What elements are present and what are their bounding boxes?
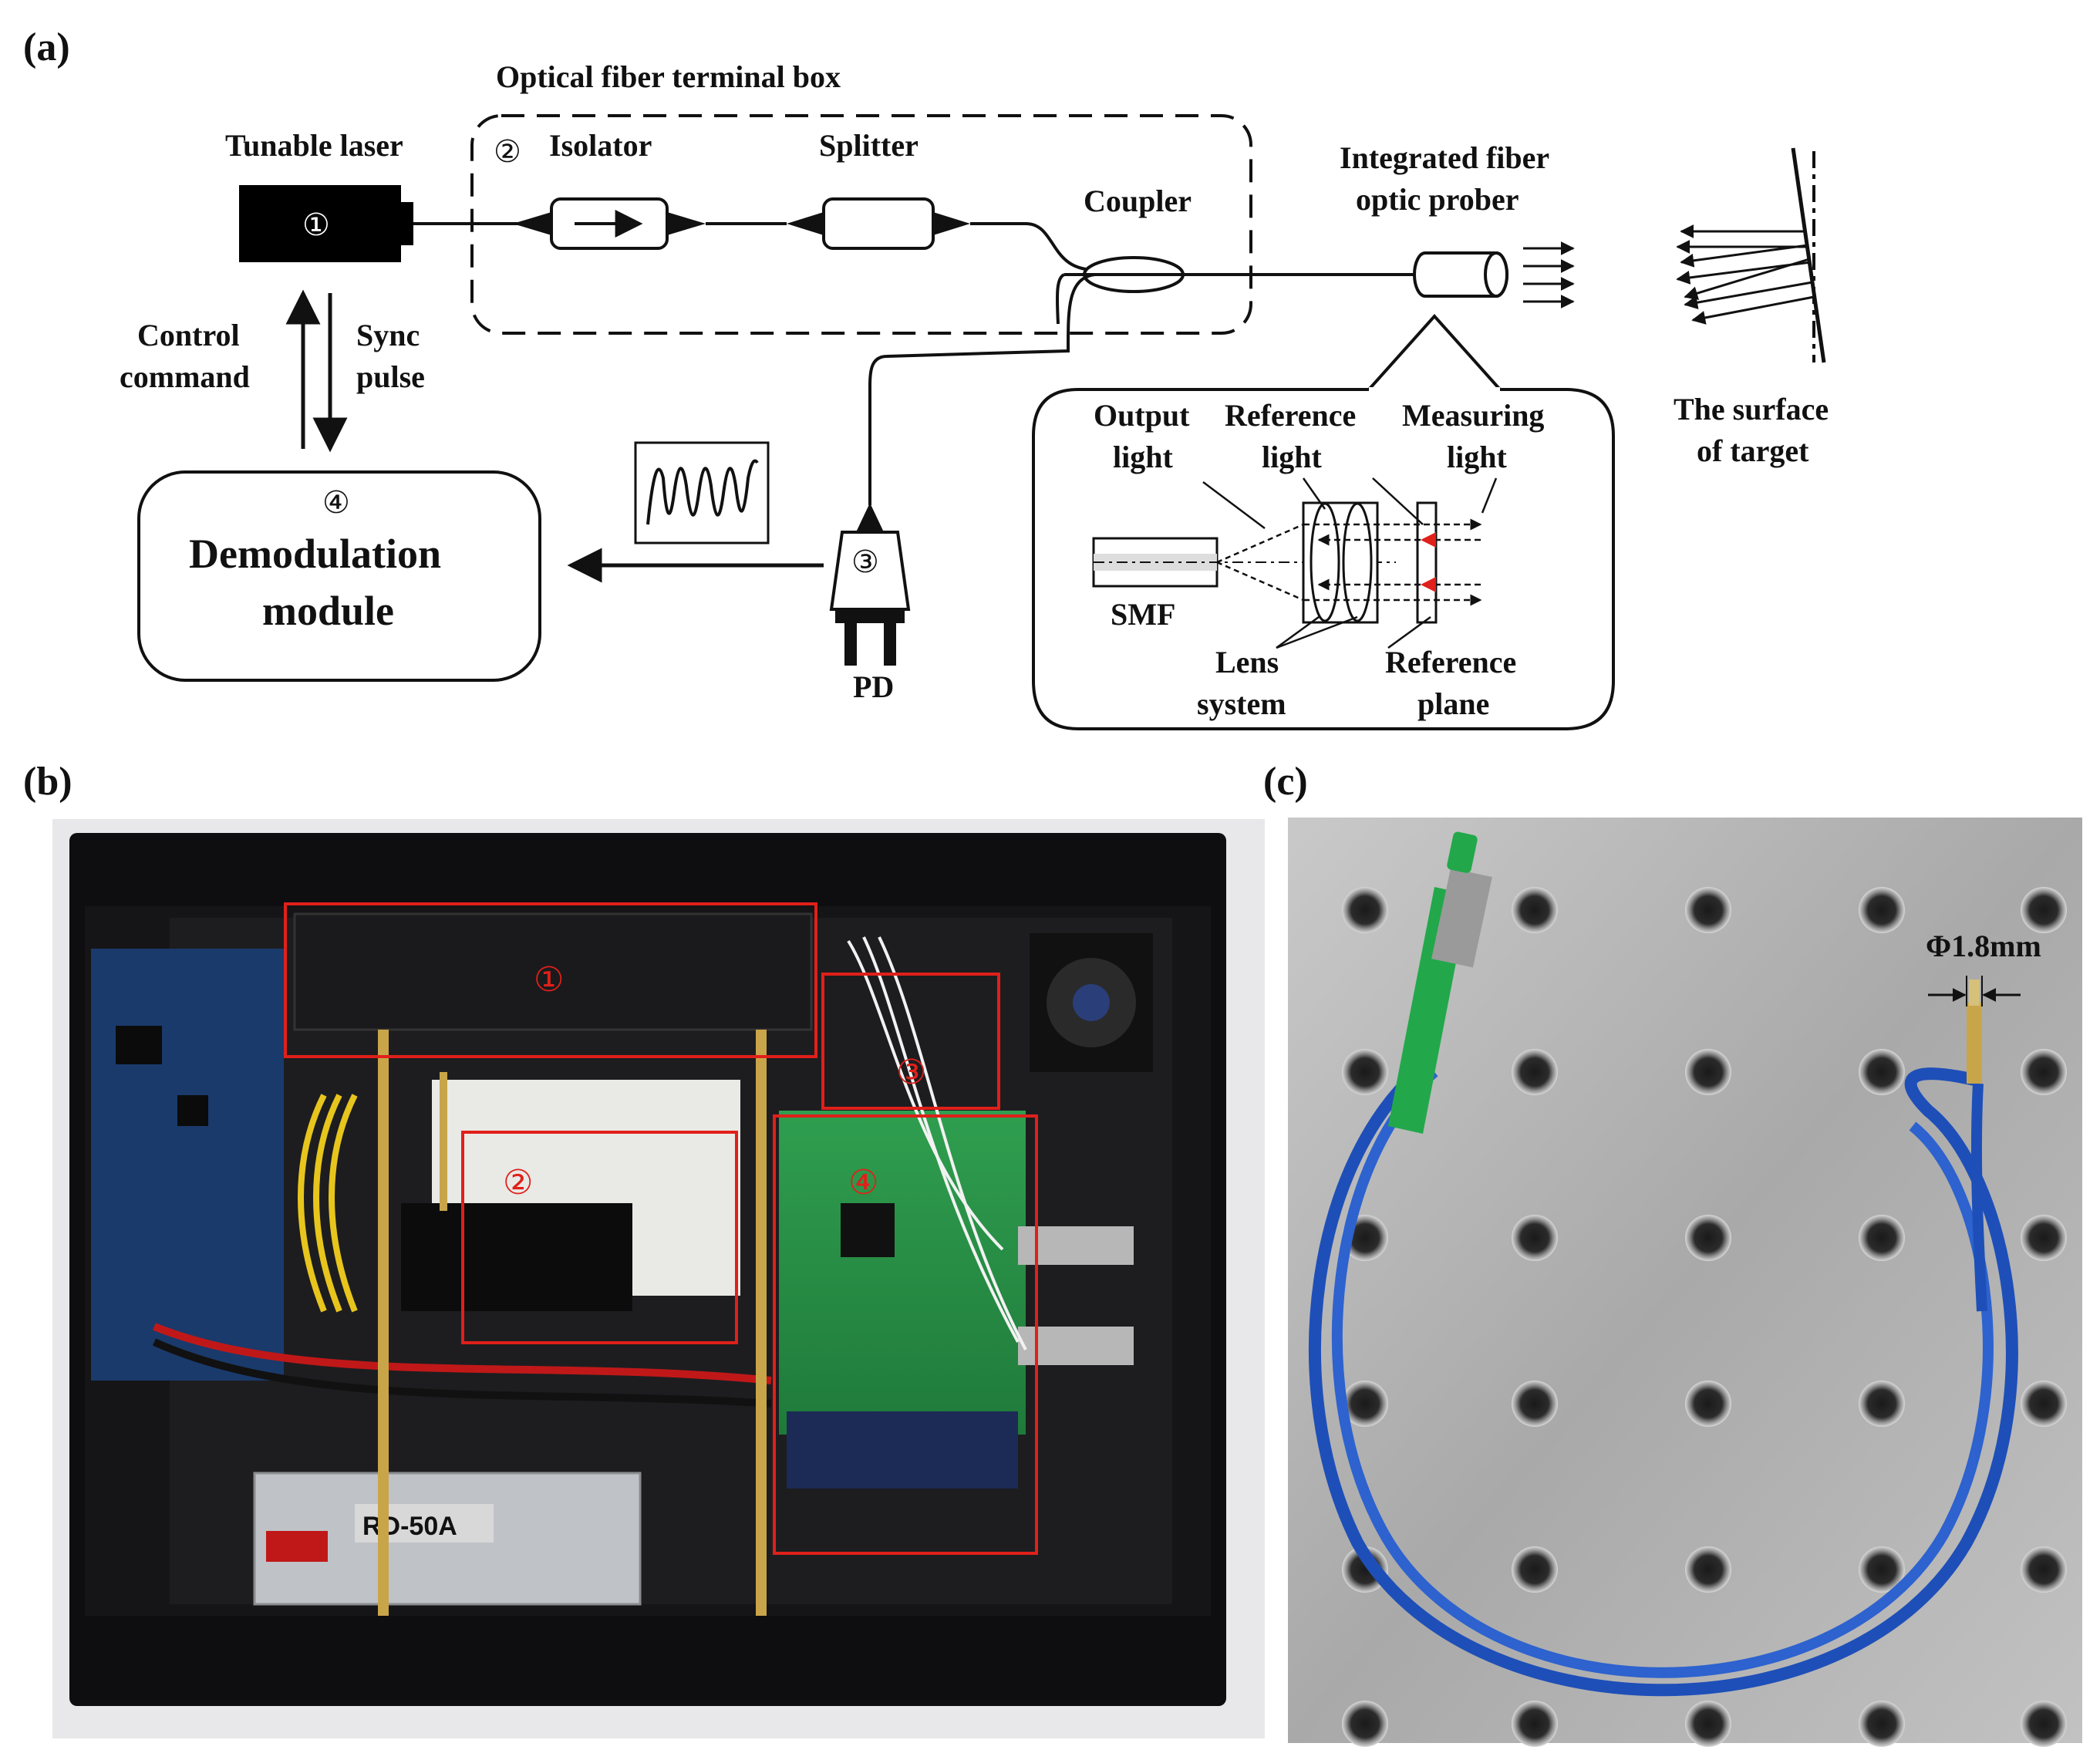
breadboard-hole <box>1342 1701 1388 1747</box>
fc-connector <box>1388 831 1492 1134</box>
reference-light-label-1: Reference <box>1225 398 1356 433</box>
splitter-block <box>822 197 935 250</box>
breadboard-hole <box>1685 1049 1731 1095</box>
power-supply: RD-50A <box>253 1472 642 1606</box>
green-pcb <box>779 1111 1026 1435</box>
prober-inset <box>1032 387 1615 730</box>
prober-label-1: Integrated fiber <box>1340 140 1549 175</box>
breadboard-hole <box>1685 1546 1731 1593</box>
pd-label: PD <box>853 669 894 704</box>
breadboard-hole <box>2021 1701 2067 1747</box>
output-light-label-1: Output <box>1094 398 1190 433</box>
pd-marker: ③ <box>851 545 879 580</box>
breadboard-hole <box>2021 887 2067 933</box>
breadboard-hole <box>2021 1049 2067 1095</box>
photo-marker-4: ④ <box>848 1163 878 1202</box>
breadboard-hole <box>1512 1381 1558 1427</box>
breadboard-hole <box>1859 1049 1905 1095</box>
laser-marker: ① <box>302 207 330 243</box>
measuring-light-label-2: light <box>1447 440 1507 474</box>
signal-waveform <box>634 441 770 545</box>
breadboard-hole <box>1512 1049 1558 1095</box>
demod-label-1: Demodulation <box>189 531 441 577</box>
breadboard-hole <box>1859 1546 1905 1593</box>
breadboard-hole <box>1685 887 1731 933</box>
highlight-box-4 <box>773 1114 1038 1555</box>
panel-a: (a) Optical fiber terminal box Tunable l… <box>23 25 1829 730</box>
panel-b: (b) <box>23 760 1265 1738</box>
photo-marker-1: ① <box>534 960 564 1000</box>
highlight-box-1 <box>284 902 817 1058</box>
isolator-label: Isolator <box>549 128 652 163</box>
highlight-box-3 <box>821 973 1000 1110</box>
breadboard-hole <box>2021 1215 2067 1261</box>
highlight-box-2 <box>461 1131 738 1344</box>
box-marker: ② <box>494 134 521 170</box>
breadboard-hole <box>1342 887 1388 933</box>
smf-label: SMF <box>1111 597 1175 632</box>
breadboard-hole <box>1342 1049 1388 1095</box>
demod-label-2: module <box>262 588 394 634</box>
demodulation-module <box>137 470 541 682</box>
photo-marker-2: ② <box>503 1163 533 1202</box>
lens-label-1: Lens <box>1215 645 1279 679</box>
tunable-laser-label: Tunable laser <box>225 128 403 163</box>
breadboard-holes <box>1342 887 2067 1747</box>
tunable-laser-block <box>239 185 401 262</box>
terminal-box-title: Optical fiber terminal box <box>496 59 841 94</box>
breadboard-hole <box>1859 887 1905 933</box>
target-label-2: of target <box>1697 433 1809 468</box>
breadboard-hole <box>1685 1215 1731 1261</box>
reference-light-label-2: light <box>1262 440 1322 474</box>
panel-c-label: (c) <box>1263 760 1308 804</box>
breadboard-hole <box>1512 1215 1558 1261</box>
breadboard-hole <box>2021 1381 2067 1427</box>
panel-c: (c) Φ1.8mm <box>1263 760 2082 1747</box>
breadboard-hole <box>1859 1701 1905 1747</box>
left-pcb <box>91 949 284 1381</box>
breadboard-hole <box>1685 1701 1731 1747</box>
panel-a-label: (a) <box>23 25 70 69</box>
refplane-label-1: Reference <box>1385 645 1516 679</box>
psu-model: RD-50A <box>362 1512 457 1541</box>
breadboard-hole <box>1342 1381 1388 1427</box>
demod-marker: ④ <box>322 485 350 521</box>
breadboard-hole <box>1512 887 1558 933</box>
prober-label-2: optic prober <box>1356 182 1519 217</box>
measuring-light-label-1: Measuring <box>1402 398 1544 433</box>
target-label-1: The surface <box>1674 392 1829 427</box>
fiber-cable <box>1308 979 2018 1697</box>
breadboard-hole <box>1859 1381 1905 1427</box>
breadboard-hole <box>1512 1701 1558 1747</box>
sync-label-2: pulse <box>356 359 425 394</box>
output-light-label-2: light <box>1113 440 1173 474</box>
breadboard-hole <box>2021 1546 2067 1593</box>
control-label-1: Control <box>137 318 240 352</box>
laser-module <box>293 912 813 1031</box>
photo-marker-3: ③ <box>896 1053 926 1092</box>
control-label-2: command <box>120 359 250 394</box>
panel-b-label: (b) <box>23 760 72 804</box>
sync-label-1: Sync <box>356 318 420 352</box>
photodetector: ③ <box>829 503 911 666</box>
breadboard-hole <box>1685 1381 1731 1427</box>
lens-label-2: system <box>1197 686 1286 721</box>
breadboard-hole <box>1512 1546 1558 1593</box>
diameter-label: Φ1.8mm <box>1926 929 2041 963</box>
fiber-prober <box>1413 251 1508 298</box>
target-surface <box>1676 147 1826 363</box>
refplane-label-2: plane <box>1417 686 1489 721</box>
splitter-label: Splitter <box>819 128 919 163</box>
coupler-label: Coupler <box>1084 184 1192 218</box>
breadboard-hole <box>1859 1215 1905 1261</box>
